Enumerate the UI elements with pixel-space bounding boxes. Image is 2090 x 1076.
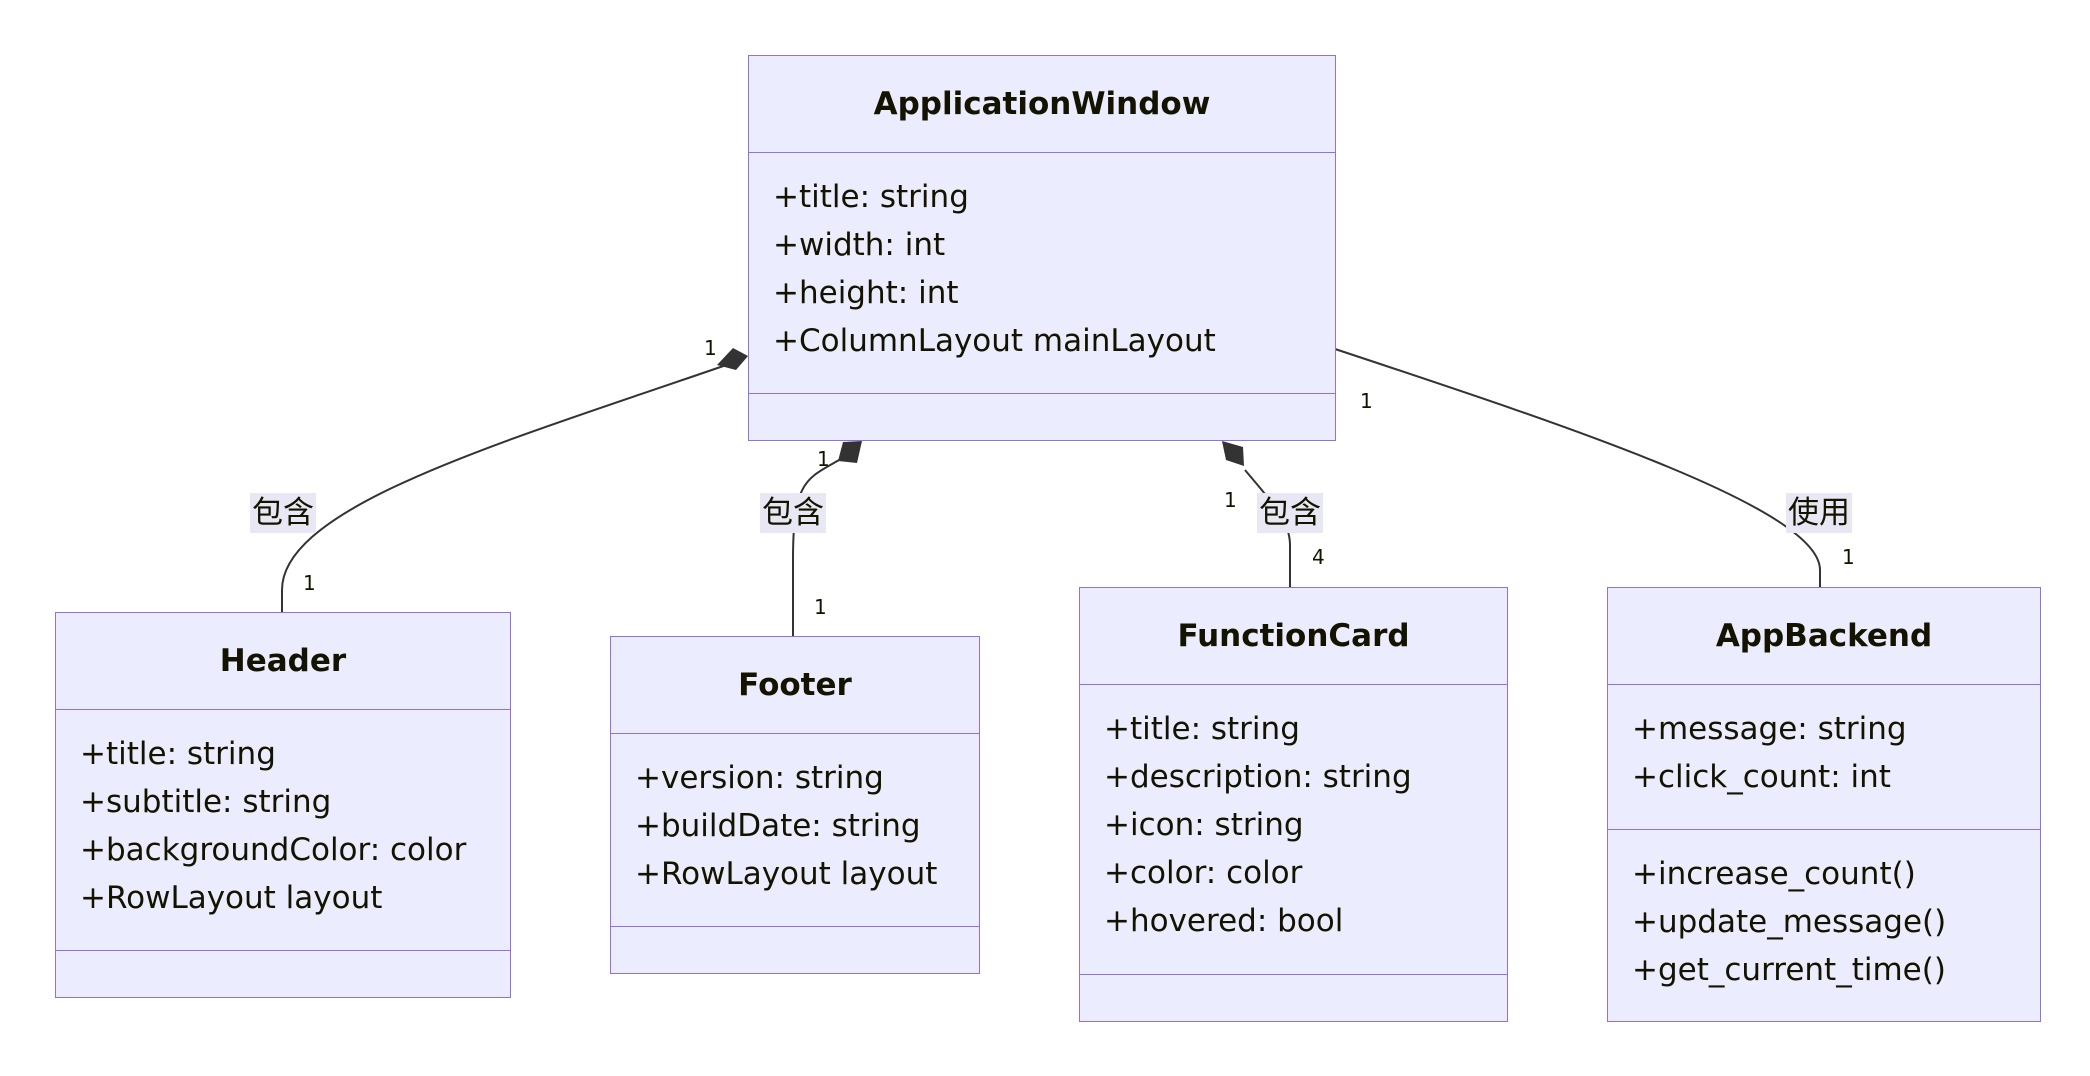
multiplicity-app-backend-target: 1: [1842, 545, 1855, 569]
class-footer[interactable]: Footer +version: string +buildDate: stri…: [610, 636, 980, 974]
composition-diamond-footer: [838, 441, 862, 463]
attribute-list: +title: string +width: int +height: int …: [749, 153, 1335, 394]
attribute: +message: string: [1632, 711, 1907, 747]
attribute: +title: string: [80, 736, 276, 772]
attribute: +buildDate: string: [635, 808, 921, 844]
class-name: Footer: [611, 637, 979, 734]
edge-label-app-backend: 使用: [1786, 493, 1852, 533]
class-app-backend[interactable]: AppBackend +message: string +click_count…: [1607, 587, 2041, 1022]
edge-app-backend: [1334, 348, 1821, 587]
attribute: +icon: string: [1104, 807, 1304, 843]
class-function-card[interactable]: FunctionCard +title: string +description…: [1079, 587, 1508, 1022]
attribute: +version: string: [635, 760, 884, 796]
edge-label-function-card: 包含: [1257, 493, 1323, 533]
class-header[interactable]: Header +title: string +subtitle: string …: [55, 612, 511, 998]
method: +update_message(): [1632, 904, 1947, 940]
class-application-window[interactable]: ApplicationWindow +title: string +width:…: [748, 55, 1336, 441]
multiplicity-function-card-target: 4: [1312, 545, 1325, 569]
edge-label-footer: 包含: [760, 493, 826, 533]
method-list: [56, 951, 510, 997]
multiplicity-header-target: 1: [303, 571, 316, 595]
method-list: [749, 394, 1335, 440]
attribute: +click_count: int: [1632, 759, 1891, 795]
attribute: +RowLayout layout: [80, 880, 383, 916]
edge-header: [281, 361, 736, 612]
attribute: +RowLayout layout: [635, 856, 938, 892]
multiplicity-app-backend-source: 1: [1360, 389, 1373, 413]
attribute: +title: string: [773, 179, 969, 215]
attribute: +title: string: [1104, 711, 1300, 747]
class-name: ApplicationWindow: [749, 56, 1335, 153]
attribute: +ColumnLayout mainLayout: [773, 323, 1216, 359]
multiplicity-header-source: 1: [704, 336, 717, 360]
attribute: +description: string: [1104, 759, 1412, 795]
attribute-list: +title: string +subtitle: string +backgr…: [56, 710, 510, 951]
attribute-list: +version: string +buildDate: string +Row…: [611, 734, 979, 927]
attribute: +width: int: [773, 227, 946, 263]
multiplicity-footer-target: 1: [814, 595, 827, 619]
attribute-list: +message: string +click_count: int: [1608, 685, 2040, 830]
method-list: [611, 927, 979, 973]
attribute: +hovered: bool: [1104, 903, 1344, 939]
multiplicity-footer-source: 1: [817, 447, 830, 471]
composition-diamond-function-card: [1222, 441, 1244, 466]
attribute-list: +title: string +description: string +ico…: [1080, 685, 1507, 975]
multiplicity-function-card-source: 1: [1224, 488, 1237, 512]
class-name: AppBackend: [1608, 588, 2040, 685]
attribute: +backgroundColor: color: [80, 832, 467, 868]
method: +get_current_time(): [1632, 952, 1946, 988]
attribute: +subtitle: string: [80, 784, 332, 820]
class-name: FunctionCard: [1080, 588, 1507, 685]
attribute: +height: int: [773, 275, 959, 311]
edge-label-header: 包含: [250, 493, 316, 533]
attribute: +color: color: [1104, 855, 1303, 891]
edge-footer: [792, 451, 853, 636]
composition-diamond-header: [717, 348, 748, 370]
class-name: Header: [56, 613, 510, 710]
method-list: [1080, 975, 1507, 1021]
method: +increase_count(): [1632, 856, 1916, 892]
method-list: +increase_count() +update_message() +get…: [1608, 830, 2040, 1021]
